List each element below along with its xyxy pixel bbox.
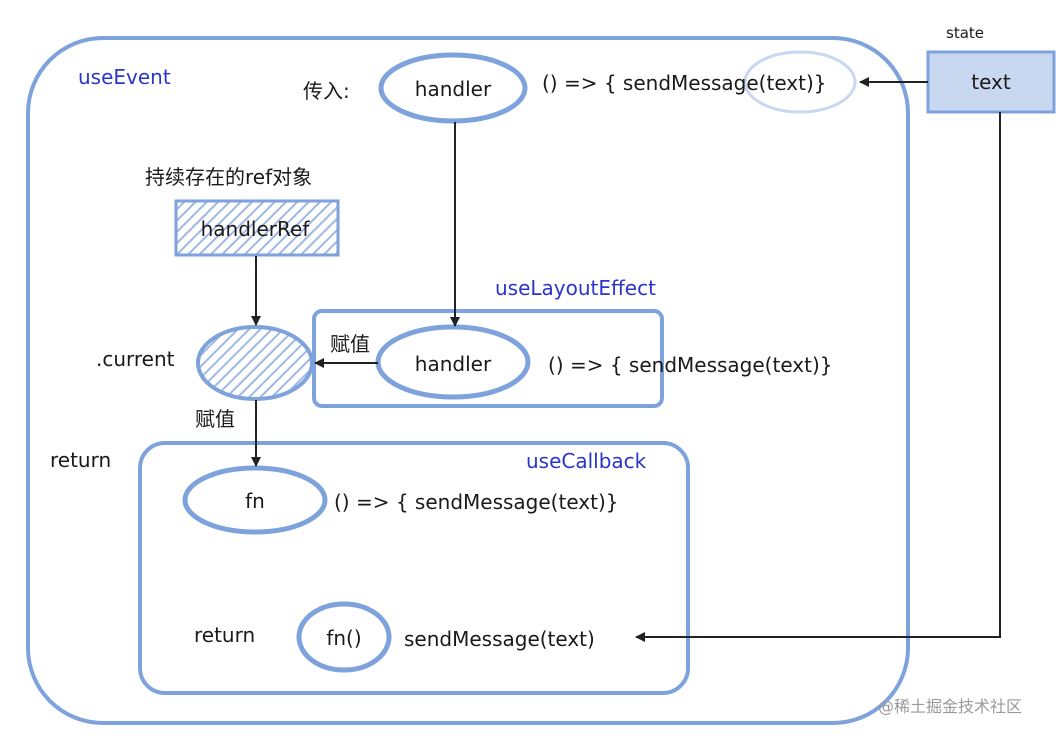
return-outer-label: return — [50, 448, 111, 472]
use-callback-label: useCallback — [526, 449, 647, 473]
fn-call-label: fn() — [326, 626, 361, 650]
fn-label: fn — [245, 489, 265, 513]
state-label: state — [946, 24, 984, 42]
use-event-container — [26, 36, 910, 725]
return-inner-label: return — [194, 623, 255, 647]
use-layout-effect-label: useLayoutEffect — [495, 276, 656, 300]
text-state-label: text — [971, 70, 1011, 94]
arrow-state-to-sendmessage — [635, 112, 1001, 642]
current-node — [196, 325, 314, 401]
closure-mid-label: () => { sendMessage(text)} — [548, 353, 832, 377]
handler-ref-box — [174, 199, 340, 257]
fn-call-node — [296, 601, 392, 673]
fn-node — [182, 465, 328, 535]
text-state-box — [926, 50, 1056, 114]
assign-down-label: 赋值 — [195, 407, 235, 431]
closure-fn-label: () => { sendMessage(text)} — [334, 490, 618, 514]
send-message-label: sendMessage(text) — [404, 627, 595, 651]
watermark-text: @稀土掘金技术社区 — [878, 697, 1022, 716]
pass-in-label: 传入: — [303, 79, 350, 103]
use-event-label: useEvent — [78, 65, 171, 89]
persistent-ref-label: 持续存在的ref对象 — [145, 165, 312, 189]
assign-right-label: 赋值 — [330, 332, 370, 356]
text-highlight-top — [743, 50, 857, 114]
handler-mid-label: handler — [415, 352, 492, 376]
handler-top-node — [378, 52, 528, 124]
current-label: .current — [96, 347, 175, 371]
handler-top-label: handler — [415, 77, 492, 101]
handler-ref-label: handlerRef — [201, 217, 311, 241]
use-callback-box — [138, 441, 690, 695]
closure-top-label: () => { sendMessage(text)} — [542, 71, 826, 95]
